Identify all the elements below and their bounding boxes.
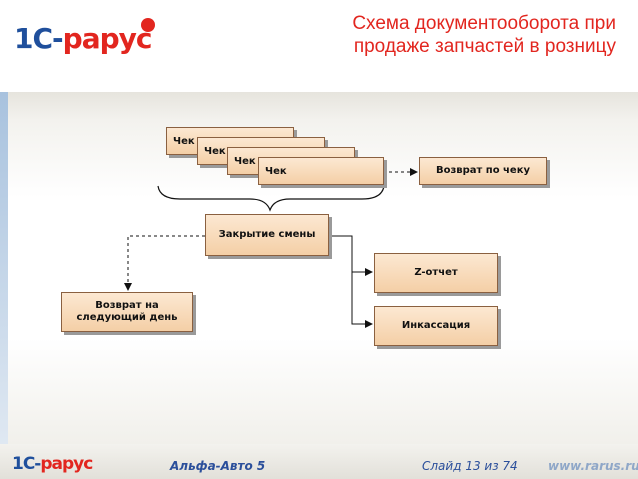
receipt-label: Чек: [173, 135, 195, 147]
footer-logo: 1С-рарус: [12, 454, 93, 474]
collection-box: Инкассация: [374, 306, 498, 346]
return-by-receipt-box: Возврат по чеку: [419, 157, 547, 185]
footer-logo-text-2: рарус: [40, 454, 93, 474]
footer-bar: [0, 444, 638, 479]
receipt-label: Чек: [204, 145, 226, 157]
collection-label: Инкассация: [401, 320, 471, 331]
brand-logo: 1С-рарус: [14, 22, 152, 55]
z-report-label: Z-отчет: [414, 267, 458, 278]
shift-close-label: Закрытие смены: [218, 229, 316, 240]
shift-to-zreport-arrow: [329, 235, 373, 276]
receipt-box-4: Чек: [258, 157, 384, 185]
footer-slide-counter: Слайд 13 из 74: [422, 459, 518, 473]
footer-logo-text-1: 1С-: [12, 454, 41, 474]
return-by-receipt-label: Возврат по чеку: [435, 165, 531, 176]
footer-product: Альфа-Авто 5: [170, 459, 266, 473]
receipt-label: Чек: [234, 155, 256, 167]
return-next-day-label: Возврат на следующий день: [76, 300, 178, 323]
logo-mark-icon: [141, 18, 155, 32]
slide-title: Схема документооборота при продаже запча…: [352, 13, 616, 57]
receipts-brace: [157, 185, 385, 212]
return-next-day-box: Возврат на следующий день: [61, 292, 193, 332]
z-report-box: Z-отчет: [374, 253, 498, 293]
logo-text-1: 1С-: [14, 22, 64, 55]
footer-url[interactable]: www.rarus.ru: [548, 459, 638, 473]
shift-to-collection-arrow: [351, 272, 373, 328]
shift-close-box: Закрытие смены: [205, 214, 329, 256]
receipt-label: Чек: [265, 165, 287, 177]
logo-text-2: рарус: [62, 22, 153, 55]
stage-accent-bar: [0, 92, 8, 444]
shift-to-nextday-arrow: [124, 235, 205, 291]
